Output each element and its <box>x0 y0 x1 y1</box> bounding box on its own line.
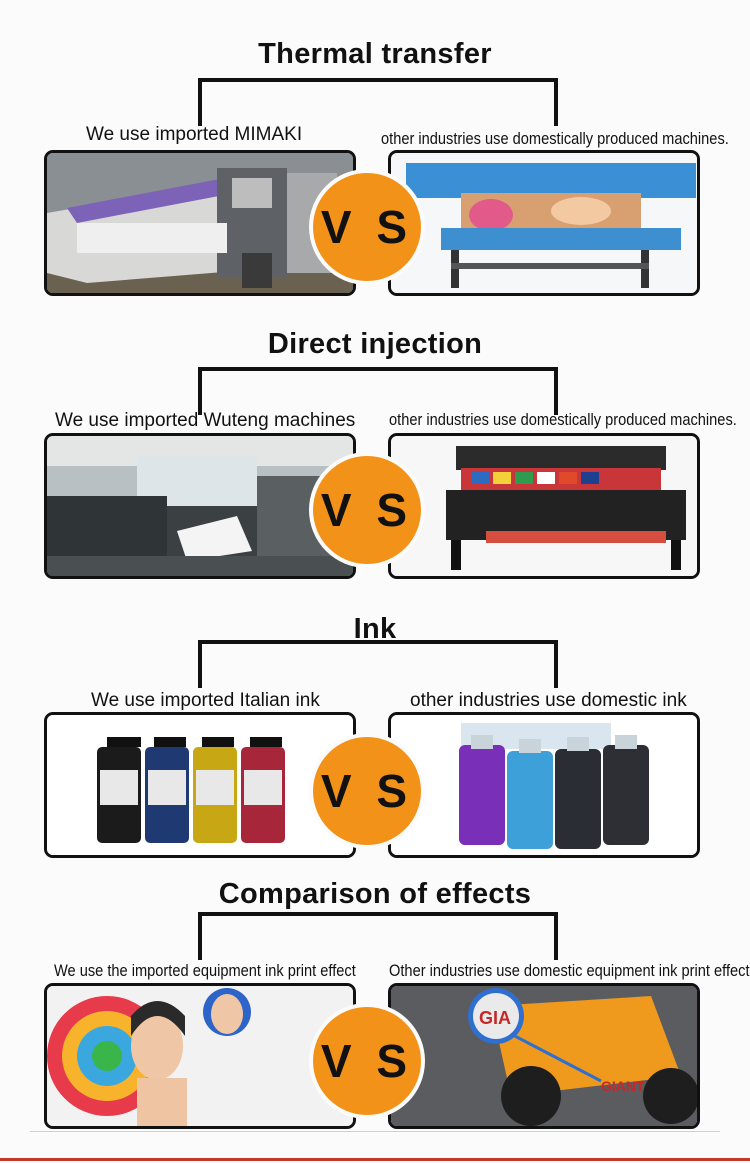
section-thermal-transfer: Thermal transfer We use imported MIMAKI … <box>0 0 750 296</box>
vs-badge: V S <box>313 456 421 564</box>
comparison-bracket <box>198 640 558 688</box>
left-label: We use imported MIMAKI <box>86 124 303 145</box>
svg-text:GIANT: GIANT <box>601 1078 645 1094</box>
left-image-mimaki-printer <box>44 150 356 296</box>
right-image-vehicle-print: GIA GIANT <box>388 983 700 1129</box>
right-label: Other industries use domestic equipment … <box>389 961 750 980</box>
section-direct-injection: Direct injection We use imported Wuteng … <box>0 290 750 579</box>
section-comparison-of-effects: Comparison of effects We use the importe… <box>0 840 750 1129</box>
vs-badge: V S <box>313 1007 421 1115</box>
right-image-domestic-ink-bottles <box>388 712 700 858</box>
divider <box>30 1131 720 1132</box>
left-label: We use the imported equipment ink print … <box>54 961 356 980</box>
right-label: other industries use domestically produc… <box>389 410 737 429</box>
section-title: Thermal transfer <box>258 38 492 70</box>
comparison-bracket <box>198 912 558 960</box>
section-title: Comparison of effects <box>218 878 532 910</box>
section-title: Direct injection <box>267 328 483 360</box>
right-image-flag-printer <box>388 433 700 579</box>
left-image-factory-printers <box>44 433 356 579</box>
section-ink: Ink We use imported Italian ink other in… <box>0 570 750 858</box>
vs-badge: V S <box>313 173 421 281</box>
left-label: We use imported Wuteng machines <box>55 410 356 431</box>
left-image-italian-ink-bottles <box>44 712 356 858</box>
vs-badge: V S <box>313 737 421 845</box>
svg-text:GIA: GIA <box>479 1008 511 1028</box>
left-label: We use imported Italian ink <box>91 690 320 711</box>
comparison-bracket <box>198 367 558 415</box>
right-label: other industries use domestic ink <box>410 690 687 711</box>
bottom-accent-line <box>0 1158 750 1161</box>
section-title: Ink <box>353 613 397 645</box>
right-image-domestic-printer <box>388 150 700 296</box>
left-image-colorful-portrait-print <box>44 983 356 1129</box>
right-label: other industries use domestically produc… <box>381 129 729 148</box>
comparison-bracket <box>198 78 558 126</box>
